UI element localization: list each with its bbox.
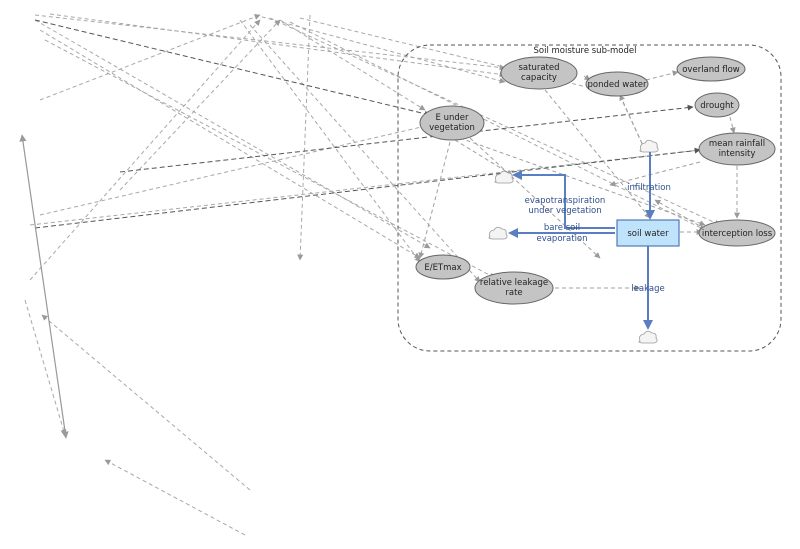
variable-e-under-vegetation[interactable]: E under vegetation xyxy=(419,105,485,141)
variable-relative-leakage-rate[interactable]: relative leakage rate xyxy=(474,271,554,305)
svg-text:E/ETmax: E/ETmax xyxy=(424,263,461,273)
svg-text:relative leakage: relative leakage xyxy=(480,278,548,288)
variable-interception-loss[interactable]: interception loss xyxy=(698,219,776,247)
cloud-icon xyxy=(638,330,658,344)
variable-mean-rainfall-intensity[interactable]: mean rainfall intensity xyxy=(698,132,776,166)
svg-text:mean rainfall: mean rainfall xyxy=(709,139,765,149)
svg-text:E under: E under xyxy=(436,113,469,123)
svg-text:soil water: soil water xyxy=(627,229,669,239)
flow-label-evapotranspiration-2: under vegetation xyxy=(528,206,601,216)
strong-links xyxy=(34,19,701,229)
cloud-icon xyxy=(639,139,659,153)
cloud-icon xyxy=(488,226,508,240)
variable-e-etmax[interactable]: E/ETmax xyxy=(415,254,471,280)
flow-label-bare-soil-2: evaporation xyxy=(536,234,587,244)
svg-text:overland flow: overland flow xyxy=(682,65,740,75)
variable-saturated-capacity[interactable]: saturated capacity xyxy=(500,56,578,90)
svg-text:rate: rate xyxy=(505,288,522,298)
flow-label-leakage: leakage xyxy=(631,284,664,294)
variable-overland-flow[interactable]: overland flow xyxy=(676,56,746,82)
submodel-boundary xyxy=(397,44,782,352)
flows xyxy=(508,152,655,330)
flow-label-evapotranspiration: evapotranspiration xyxy=(525,196,606,206)
flow-label-bare-soil: bare soil xyxy=(544,223,580,233)
svg-text:intensity: intensity xyxy=(719,149,756,159)
variable-drought[interactable]: drought xyxy=(694,92,740,118)
svg-text:interception loss: interception loss xyxy=(702,229,773,239)
internal-links xyxy=(418,70,740,291)
svg-text:capacity: capacity xyxy=(521,73,557,83)
variable-ponded-water[interactable]: ponded water xyxy=(585,71,649,97)
flow-label-infiltration: infiltration xyxy=(627,183,671,193)
submodel-title: Soil moisture sub-model xyxy=(534,46,637,56)
evapotranspiration-flow xyxy=(512,170,615,229)
svg-text:vegetation: vegetation xyxy=(429,123,475,133)
cloud-icon xyxy=(494,170,514,184)
stock-soil-water[interactable]: soil water xyxy=(616,219,680,247)
svg-text:saturated: saturated xyxy=(518,63,559,73)
svg-text:drought: drought xyxy=(700,101,734,111)
solid-connector xyxy=(19,134,69,439)
svg-text:ponded water: ponded water xyxy=(588,80,647,90)
